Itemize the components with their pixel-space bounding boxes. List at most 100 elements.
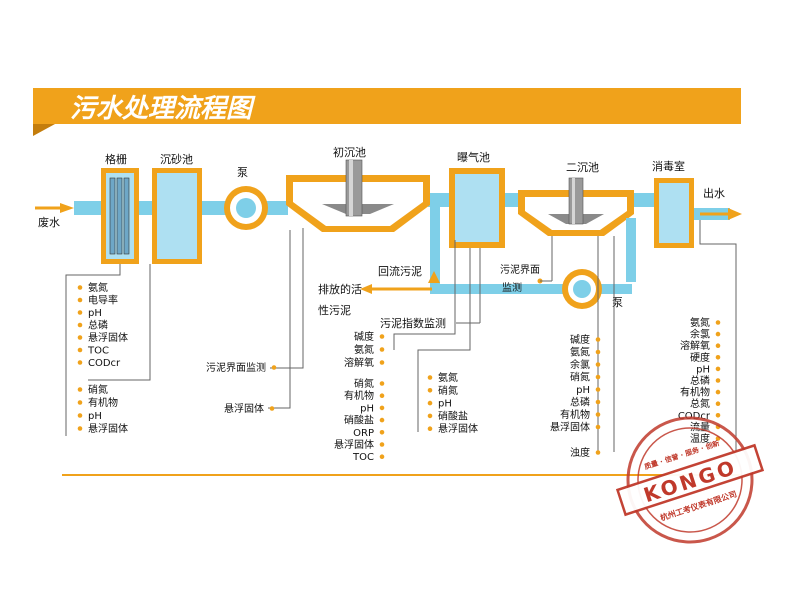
aeration-inner bbox=[455, 174, 499, 242]
param-label-outlet: 温度 bbox=[690, 432, 710, 445]
main-pipe-disinfect bbox=[632, 193, 654, 207]
outlet-arrow-icon bbox=[728, 208, 742, 220]
primary-shaft-highlight bbox=[349, 160, 353, 216]
param-dot-aeration_b bbox=[379, 442, 385, 447]
grit-label: 沉砂池 bbox=[160, 153, 193, 166]
param-label-inlet2: 硝氮 bbox=[88, 383, 108, 396]
secondary-shaft-highlight bbox=[572, 178, 575, 224]
title-banner-fold bbox=[33, 124, 55, 136]
param-label-aeration_c: 氨氮 bbox=[438, 371, 458, 384]
pump1-impeller bbox=[236, 198, 256, 218]
param-label-aeration_b: TOC bbox=[352, 452, 374, 463]
discharge-label-line2: 性污泥 bbox=[318, 303, 351, 317]
param-dot-outlet bbox=[715, 413, 721, 418]
return-pipe-bottom bbox=[432, 284, 632, 294]
param-label-aeration_b: ORP bbox=[353, 428, 374, 439]
param-label-outlet: 氨氮 bbox=[690, 316, 710, 329]
param-label-aeration_c: 悬浮固体 bbox=[438, 423, 478, 435]
param-dot-primary_interface bbox=[271, 365, 277, 370]
param-label-aeration_b: 悬浮固体 bbox=[334, 439, 374, 451]
stamp-band bbox=[615, 443, 765, 517]
param-label-secondary: 总磷 bbox=[570, 396, 590, 409]
param-dot-secondary bbox=[595, 349, 601, 355]
param-label-secondary: 余氯 bbox=[570, 358, 590, 371]
param-dot-inlet bbox=[77, 322, 83, 328]
param-dot-outlet bbox=[715, 331, 721, 337]
param-dot-aeration_b bbox=[379, 381, 385, 386]
return-pipe-down bbox=[626, 218, 636, 282]
param-label-primary_ss: 悬浮固体 bbox=[224, 403, 264, 415]
param-label-secondary: 碱度 bbox=[570, 333, 590, 346]
outlet-label: 出水 bbox=[703, 186, 725, 200]
param-dot-secondary bbox=[595, 362, 601, 367]
return-sludge-label: 回流污泥 bbox=[378, 264, 422, 278]
discharge-label-line1: 排放的活 bbox=[318, 282, 362, 296]
grit-inner bbox=[157, 173, 197, 259]
param-dot-outlet bbox=[715, 389, 721, 395]
param-label-primary_interface: 污泥界面监测 bbox=[206, 361, 266, 374]
param-label-aeration_b: 硝酸盐 bbox=[344, 414, 374, 427]
grille-bar-1 bbox=[109, 177, 116, 255]
param-label-aeration_c: 硝酸盐 bbox=[438, 409, 468, 422]
param-dot-outlet bbox=[715, 401, 721, 407]
grille-bar-2 bbox=[116, 177, 123, 255]
param-dot-inlet2 bbox=[77, 400, 83, 405]
param-label-outlet: 有机物 bbox=[680, 386, 710, 399]
param-dot-aeration_a bbox=[379, 347, 385, 352]
param-dot-primary_ss bbox=[269, 406, 275, 411]
param-dot-inlet bbox=[77, 297, 83, 303]
param-label-inlet2: 悬浮固体 bbox=[88, 423, 128, 435]
lead-primary-2 bbox=[268, 230, 291, 409]
aeration-label: 曝气池 bbox=[457, 150, 490, 164]
param-label-aeration_a: 碱度 bbox=[354, 330, 374, 343]
param-label-aeration_b: 硝氮 bbox=[354, 377, 374, 390]
inlet-label: 废水 bbox=[38, 215, 60, 229]
secondary-label: 二沉池 bbox=[566, 161, 599, 174]
main-pipe-inlet bbox=[74, 201, 108, 215]
param-dot-aeration_c bbox=[427, 400, 433, 406]
param-dot-aeration_a bbox=[379, 334, 385, 339]
param-dot-inlet2 bbox=[77, 413, 83, 418]
param-label-inlet2: 有机物 bbox=[88, 396, 118, 409]
param-dot-aeration_b bbox=[379, 417, 385, 423]
param-dot-outlet bbox=[715, 378, 721, 383]
sludge-interface-label2: 监测 bbox=[502, 281, 522, 294]
param-dot-aeration_c bbox=[427, 413, 433, 419]
param-dot-aeration_b bbox=[379, 405, 385, 411]
return-arrow-icon bbox=[428, 271, 440, 283]
param-dot-secondary bbox=[595, 337, 601, 342]
param-dot-inlet2 bbox=[77, 387, 83, 392]
title-banner bbox=[33, 88, 741, 124]
param-dot-secondary bbox=[595, 399, 601, 405]
param-label-inlet: 氨氮 bbox=[88, 281, 108, 294]
param-label-outlet: pH bbox=[696, 364, 710, 375]
param-label-aeration_a: 氨氮 bbox=[354, 343, 374, 356]
param-label-inlet: TOC bbox=[87, 346, 109, 357]
lead-primary-1 bbox=[270, 228, 304, 369]
param-label-inlet: pH bbox=[88, 308, 102, 319]
param-label-outlet: 硬度 bbox=[690, 351, 710, 364]
param-dot-secondary bbox=[595, 387, 601, 392]
lead-outlet bbox=[699, 220, 737, 452]
param-label-outlet: 余氯 bbox=[690, 328, 710, 341]
param-dot-aeration_c bbox=[427, 426, 433, 432]
inlet-arrow-icon bbox=[60, 203, 74, 213]
sludge-interface-label1: 污泥界面 bbox=[500, 263, 540, 276]
param-label-secondary: 悬浮固体 bbox=[550, 422, 590, 434]
param-label-outlet: 总磷 bbox=[690, 374, 710, 387]
param-dot-outlet bbox=[715, 343, 721, 349]
param-dot-outlet bbox=[715, 366, 721, 372]
param-label-inlet: CODcr bbox=[88, 358, 121, 369]
secondary-shaft bbox=[568, 177, 584, 225]
pump2-label: 泵 bbox=[612, 296, 623, 309]
param-label-inlet: 总磷 bbox=[88, 319, 108, 332]
param-label-outlet: 总氮 bbox=[690, 397, 710, 410]
lead-inlet bbox=[65, 264, 121, 436]
param-label-aeration_c: pH bbox=[438, 399, 452, 410]
param-dot-inlet bbox=[77, 347, 83, 353]
main-pipe-pump1 bbox=[198, 201, 233, 215]
param-dot-secondary bbox=[595, 374, 601, 380]
param-label-secondary_turb: 浊度 bbox=[570, 446, 590, 459]
param-label-outlet: 溶解氧 bbox=[680, 339, 710, 352]
